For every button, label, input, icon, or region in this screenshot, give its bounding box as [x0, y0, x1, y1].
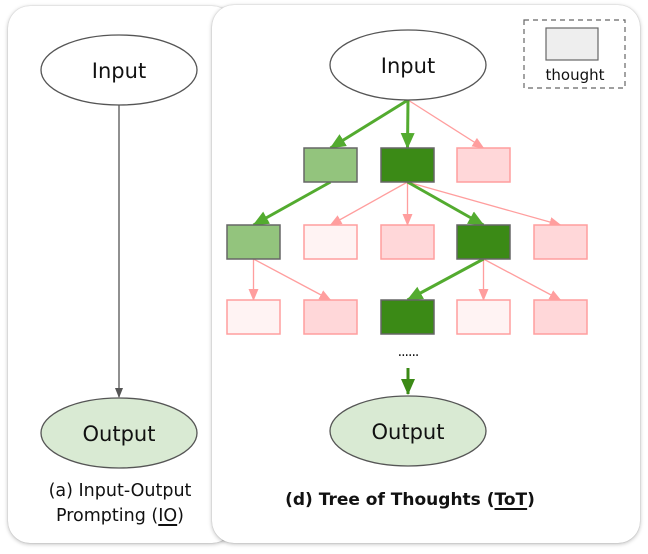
io-caption: (a) Input-Output Prompting (IO) — [20, 479, 220, 529]
rejected-edge — [253, 258, 332, 301]
thought-node-r2c-rejected — [380, 224, 435, 260]
selected-edge — [252, 180, 332, 227]
io-caption-line2: Prompting (IO) — [20, 504, 220, 529]
io-caption-line1: (a) Input-Output — [48, 481, 192, 501]
legend-label: thought — [546, 66, 605, 84]
tot-caption-abbrev: ToT — [494, 490, 528, 510]
io-input-node: Input — [40, 34, 198, 106]
rejected-edge — [329, 181, 408, 226]
thought-node-r2d-selected — [456, 224, 511, 260]
tot-edges — [248, 98, 562, 302]
tot-input-label: Input — [381, 54, 435, 78]
io-caption-close: ) — [177, 506, 184, 526]
rejected-edge — [407, 181, 562, 227]
selected-edge — [406, 257, 485, 302]
tot-output-label: Output — [372, 420, 445, 444]
io-input-label: Input — [92, 59, 146, 83]
tot-thought-nodes — [226, 147, 588, 335]
tot-caption: (d) Tree of Thoughts (ToT) — [250, 490, 570, 510]
legend: thought — [523, 19, 626, 89]
tot-caption-close: ) — [527, 490, 535, 510]
legend-thought-swatch — [545, 27, 599, 61]
io-output-node: Output — [40, 397, 198, 469]
tot-caption-text: (d) Tree of Thoughts ( — [285, 490, 495, 510]
thought-node-r2b-rejected — [303, 224, 358, 260]
rejected-edge — [407, 99, 485, 149]
thought-node-r2e-rejected — [533, 224, 588, 260]
tot-ellipsis: ...... — [398, 344, 419, 360]
tot-input-node: Input — [329, 29, 487, 101]
thought-node-r3d-rejected — [456, 299, 511, 335]
thought-node-r3e-rejected — [533, 299, 588, 335]
rejected-edge — [483, 258, 562, 301]
io-caption-text: Prompting ( — [56, 506, 159, 526]
thought-node-r3c-selected — [380, 299, 435, 335]
thought-node-r1c-rejected — [456, 147, 511, 183]
selected-edge — [406, 180, 485, 227]
thought-node-r1a-selected — [303, 147, 358, 183]
selected-edge — [400, 99, 415, 149]
thought-node-r2a-selected — [226, 224, 281, 260]
io-caption-abbrev: IO — [158, 506, 178, 526]
thought-node-r1b-selected — [380, 147, 435, 183]
tot-output-node: Output — [329, 395, 487, 467]
legend-frame — [523, 19, 626, 89]
selected-edge — [329, 98, 409, 150]
thought-node-r3b-rejected — [303, 299, 358, 335]
thought-node-r3a-rejected — [226, 299, 281, 335]
io-output-label: Output — [83, 422, 156, 446]
